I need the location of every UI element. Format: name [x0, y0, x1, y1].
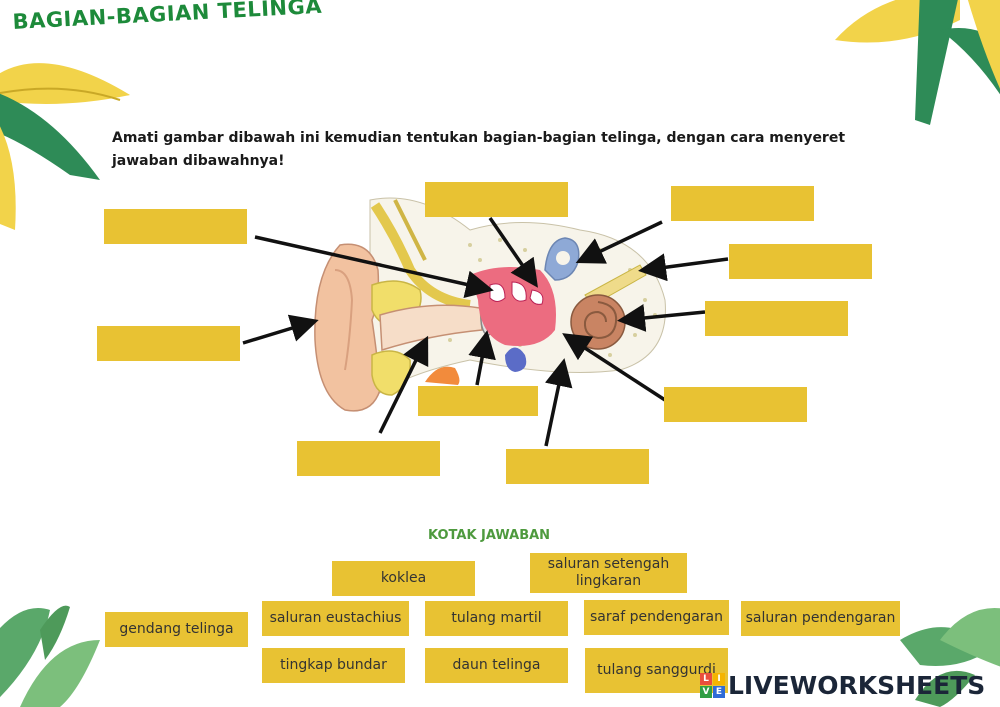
- palm-leaf-icon: [0, 605, 100, 707]
- answer-saluran-eustachius[interactable]: saluran eustachius: [262, 601, 409, 636]
- drop-target-10[interactable]: [506, 449, 649, 484]
- logo-letter-i: I: [713, 673, 725, 685]
- logo-letter-v: V: [700, 686, 712, 698]
- answer-saluran-pendengaran[interactable]: saluran pendengaran: [741, 601, 900, 636]
- arrow-icon: [468, 330, 496, 386]
- drop-target-4[interactable]: [729, 244, 872, 279]
- logo-letter-e: E: [713, 686, 725, 698]
- brand-name: LIVEWORKSHEETS: [728, 671, 986, 700]
- liveworksheets-brand: L I V E LIVEWORKSHEETS: [700, 671, 985, 700]
- drop-target-7[interactable]: [418, 386, 538, 416]
- arrow-icon: [488, 217, 538, 288]
- answer-tulang-sanggurdi[interactable]: tulang sanggurdi: [585, 648, 728, 693]
- arrow-icon: [378, 335, 429, 434]
- arrow-icon: [575, 220, 663, 264]
- answer-box-heading: KOTAK JAWABAN: [428, 528, 551, 543]
- palm-leaf-icon: [0, 63, 130, 230]
- drop-target-5[interactable]: [705, 301, 848, 336]
- answer-saluran-setengah-lingkaran[interactable]: saluran setengah lingkaran: [530, 553, 687, 593]
- palm-leaf-icon: [835, 0, 1000, 125]
- answer-tingkap-bundar[interactable]: tingkap bundar: [262, 648, 405, 683]
- answer-gendang-telinga[interactable]: gendang telinga: [105, 612, 248, 647]
- liveworksheets-logo-icon: L I V E: [700, 673, 725, 698]
- drop-target-3[interactable]: [671, 186, 814, 221]
- arrow-icon: [638, 253, 729, 282]
- drop-target-1[interactable]: [104, 209, 247, 244]
- arrow-icon: [254, 235, 494, 299]
- arrow-icon: [617, 304, 706, 332]
- answer-tulang-martil[interactable]: tulang martil: [425, 601, 568, 636]
- answer-koklea[interactable]: koklea: [332, 561, 475, 596]
- answer-daun-telinga[interactable]: daun telinga: [425, 648, 568, 683]
- arrow-icon: [544, 358, 573, 447]
- arrow-icon: [242, 314, 319, 345]
- logo-letter-l: L: [700, 673, 712, 685]
- ear-illustration: [314, 197, 666, 412]
- arrow-icon: [562, 333, 666, 402]
- drop-target-9[interactable]: [297, 441, 440, 476]
- drop-target-2[interactable]: [425, 182, 568, 217]
- palm-leaf-icon: [900, 608, 1000, 707]
- answer-saraf-pendengaran[interactable]: saraf pendengaran: [584, 600, 729, 635]
- drop-target-8[interactable]: [664, 387, 807, 422]
- instruction-text: Amati gambar dibawah ini kemudian tentuk…: [112, 130, 846, 169]
- drop-target-6[interactable]: [97, 326, 240, 361]
